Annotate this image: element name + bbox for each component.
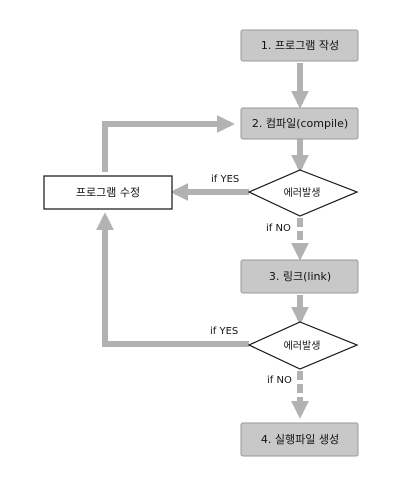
arrow-decision2-yes-to-edit: [96, 212, 249, 347]
connectors: [96, 63, 309, 419]
node-step2: 2. 컴파일(compile): [240, 107, 359, 140]
node-step1: 1. 프로그램 작성: [240, 29, 359, 62]
decision-diamond: [247, 169, 359, 217]
arrow-edit-to-step2: [102, 115, 235, 172]
node-label: 에러발생: [284, 340, 321, 352]
node-edit: 프로그램 수정: [43, 175, 173, 210]
process-box: [43, 175, 173, 210]
process-box: [240, 259, 359, 294]
edge-label-no2: if NO: [267, 375, 292, 386]
node-step4: 4. 실행파일 생성: [240, 422, 359, 457]
node-label: 1. 프로그램 작성: [261, 39, 339, 52]
node-decision1: 에러발생: [247, 169, 359, 217]
edge-label-yes1: if YES: [211, 174, 239, 185]
decision-diamond: [247, 321, 359, 370]
node-step3: 3. 링크(link): [240, 259, 359, 294]
node-label: 에러발생: [284, 187, 321, 199]
node-decision2: 에러발생: [247, 321, 359, 370]
edge-label-yes2: if YES: [210, 326, 238, 337]
node-label: 3. 링크(link): [269, 270, 331, 283]
process-box: [240, 107, 359, 140]
node-label: 4. 실행파일 생성: [261, 432, 339, 446]
process-box: [240, 422, 359, 457]
edge-label-no1: if NO: [266, 223, 291, 234]
process-box: [240, 29, 359, 62]
node-label: 프로그램 수정: [76, 186, 140, 199]
node-label: 2. 컴파일(compile): [252, 116, 348, 130]
